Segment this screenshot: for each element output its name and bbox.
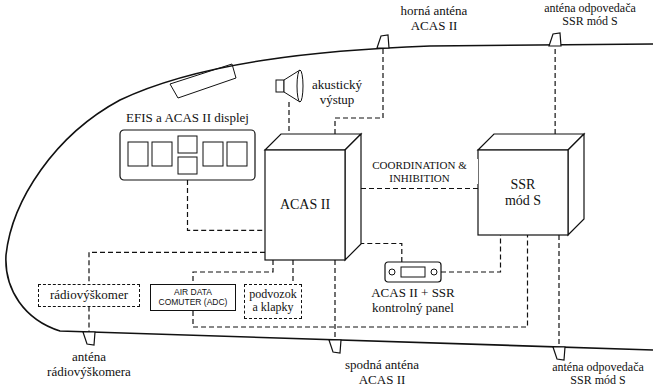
part-label: spodná anténa ACAS II [332, 358, 432, 387]
display-panel: EFIS a ACAS II displej [120, 130, 255, 180]
part-label: ACAS II + SSR kontrolný panel [358, 286, 468, 315]
speaker-symbol: akustický výstup [276, 70, 302, 102]
signal-wire [193, 235, 528, 327]
part-label: anténa odpovedača SSR mód S [538, 2, 642, 29]
box-front-face [265, 150, 345, 260]
box-top-face [478, 134, 584, 150]
signal-wire [188, 180, 266, 230]
speaker-rim [297, 70, 303, 102]
box-side-face [568, 134, 584, 235]
antenna-blade [553, 347, 565, 360]
antenna-blade [549, 33, 561, 46]
unit-label-area: ACAS II [265, 150, 345, 260]
unit-box: podvozok a klapky [244, 284, 302, 319]
part-label: spodná anténa ACAS II [332, 358, 432, 387]
display-panel [120, 130, 255, 180]
antenna-blade [377, 35, 389, 48]
part-label: horná anténa ACAS II [388, 4, 480, 33]
part-label: ACAS II [280, 197, 330, 213]
display-screen [128, 142, 148, 166]
part-label: akustický výstup [306, 78, 368, 107]
device-display [401, 267, 425, 277]
signal-wire [89, 252, 265, 284]
antenna-symbol [548, 32, 562, 46]
part-label: horná anténa ACAS II [388, 4, 480, 33]
antenna-symbol [82, 332, 96, 346]
signal-wire [292, 260, 293, 284]
fuselage-line [6, 44, 653, 350]
display-screen [178, 157, 197, 174]
signal-wire [193, 260, 273, 284]
unit-box: rádiovýškomer [38, 284, 140, 307]
box-side-face [345, 134, 361, 260]
part-label: podvozok a klapky [249, 288, 297, 315]
unit-box: SSR mód S [478, 150, 568, 235]
device-knob [431, 269, 437, 275]
control-panel-symbol [385, 262, 441, 282]
part-label: EFIS a ACAS II displej [115, 111, 260, 126]
signal-wire [345, 188, 478, 189]
control-panel: ACAS II + SSR kontrolný panel [385, 262, 441, 282]
antenna: anténa rádiovýškomera [82, 332, 96, 346]
antenna: spodná anténa ACAS II [328, 340, 342, 354]
device-body [385, 262, 441, 282]
device-knob [389, 269, 395, 275]
wire-label: COORDINATION & INHIBITION [362, 159, 478, 184]
part-label: akustický výstup [306, 78, 368, 107]
part-label: rádiovýškomer [43, 288, 135, 303]
antenna-symbol [328, 340, 342, 354]
signal-wire [88, 307, 89, 332]
part-label: SSR mód S [498, 177, 548, 208]
part-label: anténa rádiovýškomera [37, 350, 141, 379]
unit-label-area: SSR mód S [478, 150, 568, 235]
antenna: anténa odpovedača SSR mód S [548, 32, 562, 46]
signal-wire [558, 235, 559, 347]
panel-frame [120, 130, 255, 180]
part-label: EFIS a ACAS II displej [115, 111, 260, 126]
antenna-blade [83, 332, 95, 345]
part-label: anténa odpovedača SSR mód S [548, 361, 648, 388]
part-label: ACAS II + SSR kontrolný panel [358, 286, 468, 315]
display-screen [178, 136, 197, 153]
antenna-symbol [552, 347, 566, 361]
antenna-blade [329, 340, 341, 353]
antenna-symbol [376, 34, 390, 48]
cockpit-window [170, 64, 236, 98]
display-screen [203, 142, 223, 166]
part-label: anténa odpovedača SSR mód S [548, 361, 648, 388]
unit-box: AIR DATA COMUTER (ADC) [150, 284, 236, 311]
part-label: AIR DATA COMUTER (ADC) [155, 288, 231, 307]
part-label: anténa odpovedača SSR mód S [538, 2, 642, 29]
antenna: anténa odpovedača SSR mód S [552, 347, 566, 361]
signal-wire [441, 235, 501, 272]
speaker-magnet [276, 80, 284, 92]
speaker-symbol [276, 70, 302, 102]
display-screen [227, 142, 247, 166]
signal-wire [334, 260, 335, 340]
display-screen [152, 142, 172, 166]
antenna: horná anténa ACAS II [376, 34, 390, 48]
part-label: anténa rádiovýškomera [37, 350, 141, 379]
box-front-face [478, 150, 568, 235]
unit-box: ACAS II [265, 150, 345, 260]
